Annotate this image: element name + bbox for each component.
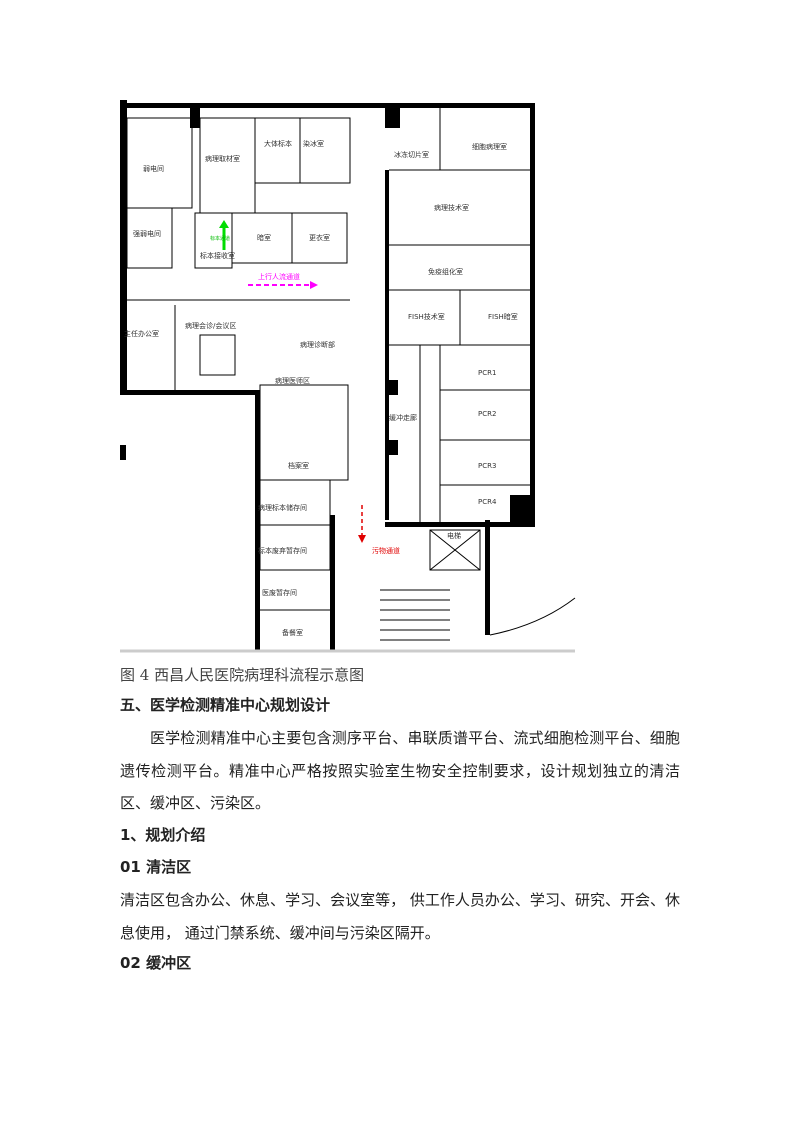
room-label: 大体标本 xyxy=(264,139,292,148)
clean-zone-text: 清洁区包含办公、休息、学习、会议室等， 供工作人员办公、学习、研究、开会、休息使… xyxy=(120,891,680,942)
room-label: PCR4 xyxy=(478,498,497,506)
room-label: 医废暂存间 xyxy=(262,588,297,597)
room-label: FISH暗室 xyxy=(488,312,518,321)
room-label: 细胞病理室 xyxy=(472,142,507,151)
walls xyxy=(120,100,535,650)
room-label: 病理诊断部 xyxy=(300,340,335,349)
room-label: 病理技术室 xyxy=(434,203,469,212)
sub-heading: 1、规划介绍 xyxy=(120,826,206,844)
clean-zone-heading: 01 清洁区 xyxy=(120,858,192,876)
room-label: 标本接收室 xyxy=(200,251,235,260)
room-label: FISH技术室 xyxy=(408,312,445,321)
flow-label-specimen: 标本通道 xyxy=(210,235,230,242)
room-label: 染冰室 xyxy=(303,139,324,148)
buffer-zone-heading: 02 缓冲区 xyxy=(120,954,192,972)
room-label: 病理标本储存间 xyxy=(258,503,307,512)
room-label: 冰冻切片室 xyxy=(394,150,429,159)
room-label: 暗室 xyxy=(257,233,271,242)
room-label: PCR1 xyxy=(478,369,496,377)
room-label: 缓冲走廊 xyxy=(389,413,417,422)
room-label: PCR3 xyxy=(478,462,496,470)
partitions xyxy=(120,108,576,641)
section-heading: 五、医学检测精准中心规划设计 xyxy=(120,696,331,714)
room-label: 电梯 xyxy=(447,531,461,540)
flow-label-dirty: 污物通道 xyxy=(372,546,400,555)
room-label: 弱电间 xyxy=(143,164,164,173)
room-label: 病理会诊/会议区 xyxy=(185,321,236,330)
room-label: 病理医师区 xyxy=(275,376,310,385)
room-label: 备餐室 xyxy=(282,628,303,637)
flow-label-staff: 上行人流通道 xyxy=(258,272,300,281)
room-label: 病理取材室 xyxy=(205,154,240,163)
flow-arrows xyxy=(219,220,366,543)
room-label: 标本废弃暂存间 xyxy=(258,546,307,555)
figure-caption: 图 4 西昌人民医院病理科流程示意图 xyxy=(120,666,365,684)
room-labels: 弱电间 病理取材室 大体标本 染冰室 强弱电间 标本接收室 暗室 更衣室 主任办… xyxy=(124,139,518,637)
section-paragraph: 医学检测精准中心主要包含测序平台、串联质谱平台、流式细胞检测平台、细胞遗传检测平… xyxy=(120,729,680,812)
room-label: 更衣室 xyxy=(309,233,330,242)
room-label: 免疫组化室 xyxy=(428,267,463,276)
room-label: 主任办公室 xyxy=(124,329,159,338)
room-label: 强弱电间 xyxy=(133,229,161,238)
room-label: 档案室 xyxy=(288,461,309,470)
room-label: PCR2 xyxy=(478,410,496,418)
